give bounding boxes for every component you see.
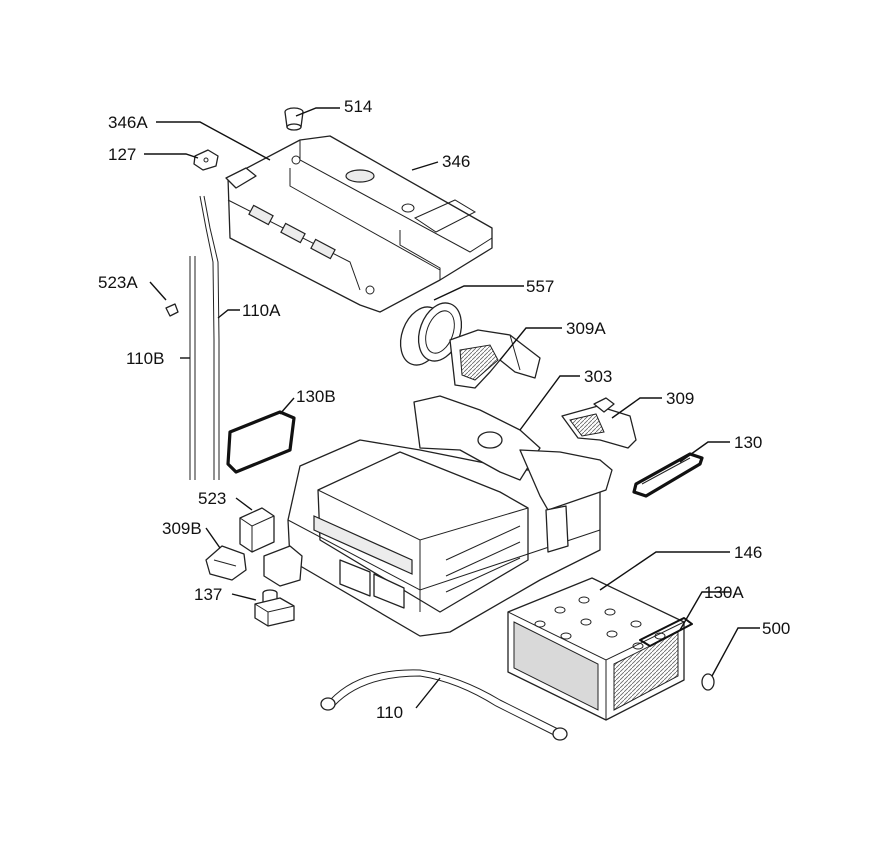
- callout-523A: 523A: [98, 273, 138, 292]
- callout-130B: 130B: [296, 387, 336, 406]
- part-523A-clip: [165, 303, 179, 317]
- callout-110: 110: [376, 703, 403, 722]
- part-130-gasket: [632, 452, 704, 498]
- callout-309: 309: [666, 389, 694, 408]
- part-309B-bracket: [205, 545, 303, 587]
- callout-110A: 110A: [242, 301, 281, 320]
- part-346-top-housing: [225, 135, 493, 313]
- basket-holes: [534, 596, 666, 650]
- callout-309A: 309A: [566, 319, 606, 338]
- part-127-clip: [193, 149, 219, 171]
- callout-110B: 110B: [126, 349, 164, 368]
- callout-557: 557: [526, 277, 554, 296]
- part-514-cap: [284, 107, 304, 131]
- callout-523: 523: [198, 489, 226, 508]
- callout-500: 500: [762, 619, 790, 638]
- part-137-plug: [254, 589, 295, 627]
- callout-146: 146: [734, 543, 762, 562]
- callout-514: 514: [344, 97, 372, 116]
- part-303-main-chassis: [287, 395, 613, 637]
- callout-130: 130: [734, 433, 762, 452]
- callout-labels: 514 346A 346 127 523A 110A 110B 557 309A…: [98, 97, 790, 722]
- callout-303: 303: [584, 367, 612, 386]
- part-309A-fan-duct: [449, 329, 541, 389]
- part-130B-gasket: [226, 410, 296, 474]
- part-110A-tube: [199, 195, 220, 480]
- callout-127: 127: [108, 145, 136, 164]
- callout-309B: 309B: [162, 519, 202, 538]
- part-500-knob: [701, 673, 715, 691]
- part-309-fan-housing: [561, 397, 637, 449]
- callout-137: 137: [194, 585, 222, 604]
- part-146-filter-basket: [507, 577, 685, 721]
- leader-lines: [144, 107, 760, 709]
- part-110-hose: [320, 669, 568, 741]
- callout-130A: 130A: [704, 583, 744, 602]
- part-110B-tube: [189, 256, 196, 480]
- callout-346: 346: [442, 152, 470, 171]
- callout-346A: 346A: [108, 113, 148, 132]
- part-523-valve: [239, 507, 275, 553]
- part-130A-seal: [639, 617, 693, 647]
